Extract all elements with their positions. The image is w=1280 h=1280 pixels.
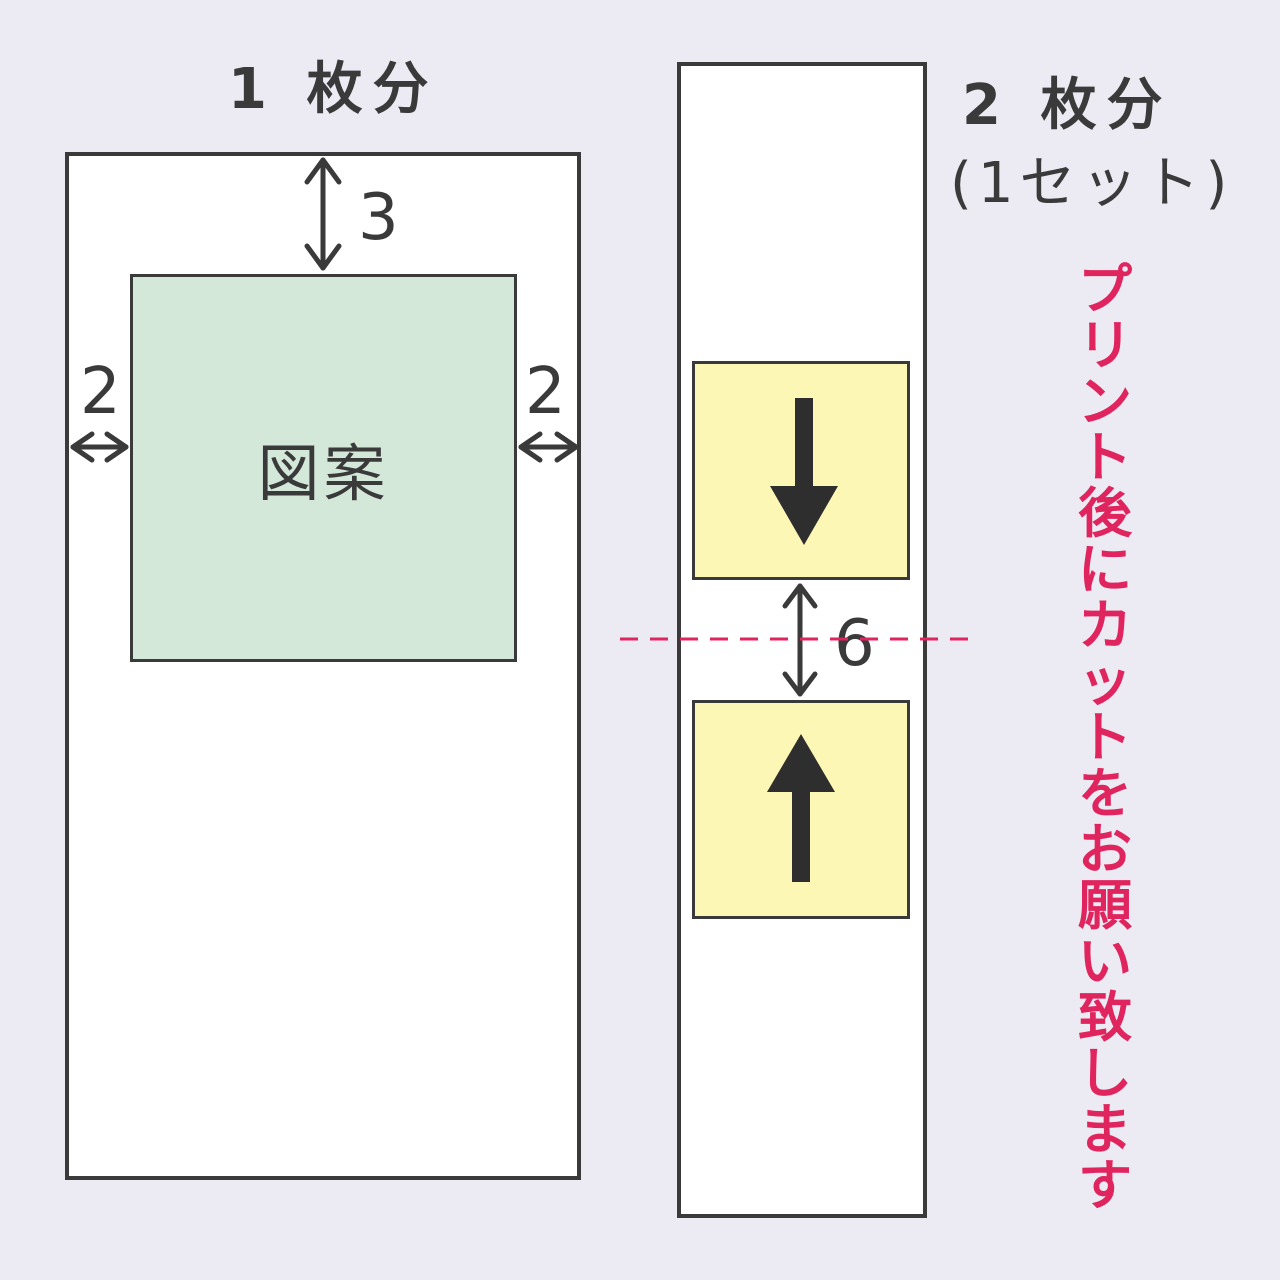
cut-note: プリント後にカットをお願い致します bbox=[1078, 258, 1132, 1217]
gap-label: 6 bbox=[834, 607, 875, 681]
margin-left-label: 2 bbox=[80, 355, 121, 429]
left-title: 1 枚分 bbox=[228, 57, 439, 122]
double-sheet bbox=[677, 62, 927, 1218]
right-subtitle: (1セット) bbox=[950, 151, 1234, 216]
tag-bottom bbox=[692, 700, 910, 919]
margin-top-label: 3 bbox=[358, 181, 399, 255]
design-area: 図案 bbox=[130, 274, 517, 662]
right-title: 2 枚分 bbox=[962, 73, 1173, 138]
margin-right-label: 2 bbox=[525, 355, 566, 429]
tag-top bbox=[692, 361, 910, 580]
design-label: 図案 bbox=[257, 437, 390, 510]
